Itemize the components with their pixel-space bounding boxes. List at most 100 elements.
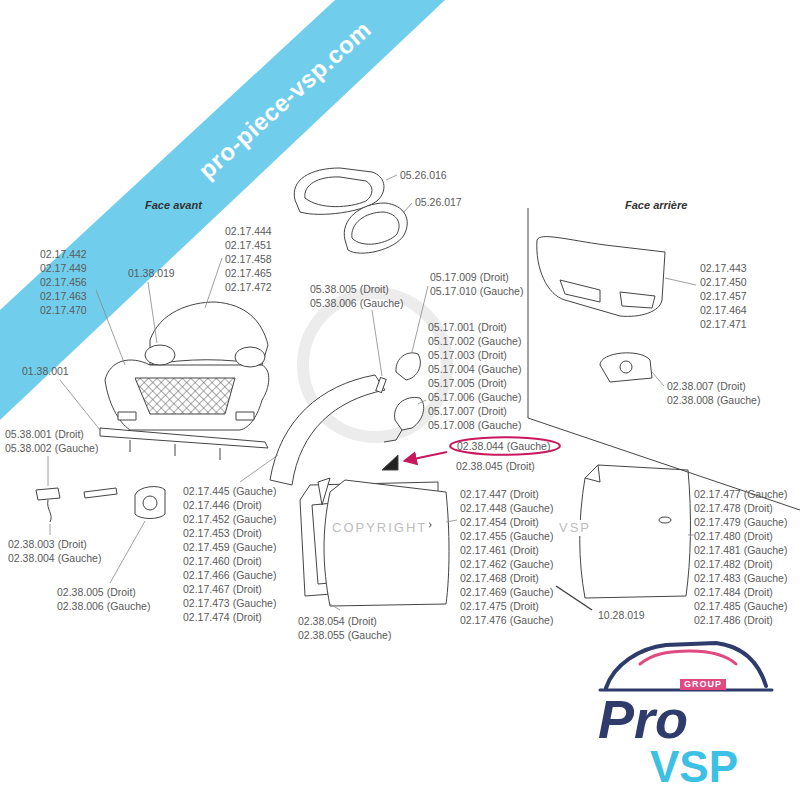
headlight [344, 203, 407, 253]
part-number: 05.38.006 (Gauche) [310, 296, 403, 310]
rear-bumper [537, 237, 665, 317]
part-number: 02.38.055 (Gauche) [298, 628, 391, 642]
leader-line [386, 175, 397, 180]
headlight-inner [352, 212, 399, 244]
logo-vsp-text: VSP [650, 745, 738, 789]
headlight-inner [305, 177, 372, 207]
part-number: 02.17.480 (Droit) [694, 529, 773, 543]
leader-line [418, 400, 426, 404]
part-number: 02.17.453 (Droit) [183, 526, 262, 540]
part-number: 02.17.474 (Droit) [183, 610, 262, 624]
copyright-watermark: VSP [557, 520, 593, 536]
part-number: 02.17.449 [40, 261, 87, 275]
part-number: 02.17.457 [700, 289, 747, 303]
front-spoiler [100, 428, 268, 448]
part-number: 02.17.469 (Gauche) [460, 585, 553, 599]
part-number: 02.38.008 (Gauche) [667, 393, 760, 407]
part-number: 02.38.004 (Gauche) [8, 551, 101, 565]
part-number: 05.17.003 (Droit) [428, 348, 507, 362]
part-number: 02.17.456 [40, 275, 87, 289]
part-number: 02.17.455 (Gauche) [460, 529, 553, 543]
leader-line [665, 278, 696, 285]
leader-line [330, 604, 340, 610]
part-number: 05.26.017 [415, 195, 462, 209]
watermark-band [0, 0, 445, 420]
part-number: 02.17.463 [40, 289, 87, 303]
part-number: 05.17.007 (Droit) [428, 404, 507, 418]
part-number: 02.17.458 [225, 252, 272, 266]
part-number: 02.17.485 (Gauche) [694, 599, 787, 613]
part-number: 05.17.004 (Gauche) [428, 362, 521, 376]
part-number: 02.17.471 [700, 317, 747, 331]
logo-group-text: GROUP [680, 679, 726, 690]
mirror-stem [384, 430, 402, 442]
leader-line [96, 290, 125, 365]
part-number: 02.17.448 (Gauche) [460, 501, 553, 515]
leader-line [688, 535, 694, 536]
view-heading: Face avant [145, 198, 202, 212]
part-number: 02.17.484 (Droit) [694, 585, 773, 599]
part-number: 02.17.470 [40, 303, 87, 317]
leader-line [652, 372, 664, 386]
copyright-watermark: COPYRIGHT [330, 520, 429, 536]
leader-line [50, 524, 51, 535]
part-number: 05.38.005 (Droit) [310, 282, 389, 296]
front-door [324, 480, 449, 606]
part-number: 02.17.475 (Droit) [460, 599, 539, 613]
rear-door [580, 465, 691, 598]
part-number: 02.17.477 (Gauche) [694, 487, 787, 501]
part-number: 02.17.472 [225, 280, 272, 294]
rear-fog-surround [600, 353, 652, 382]
part-number: 02.17.459 (Gauche) [183, 540, 276, 554]
part-number: 05.17.005 (Droit) [428, 376, 507, 390]
leader-line [240, 455, 278, 482]
leader-line [404, 203, 412, 212]
part-number: 05.17.002 (Gauche) [428, 334, 521, 348]
leader-line [372, 310, 382, 376]
wire [48, 500, 51, 522]
logo-pro-text: Pro [598, 692, 688, 746]
mirror [395, 397, 424, 430]
part-number: 05.38.002 (Gauche) [5, 441, 98, 455]
part-number: 02.17.478 (Droit) [694, 501, 773, 515]
part-number: 02.38.005 (Droit) [57, 585, 136, 599]
part-number: 02.17.445 (Gauche) [183, 484, 276, 498]
part-number: 02.17.482 (Droit) [694, 557, 773, 571]
leader-line [60, 380, 100, 430]
part-number: 02.17.479 (Gauche) [694, 515, 787, 529]
fixing-tab [130, 440, 220, 460]
trim-wedge [382, 455, 398, 470]
part-number: 02.17.464 [700, 303, 747, 317]
part-number: 02.38.003 (Droit) [8, 537, 87, 551]
leader-line [148, 282, 157, 343]
part-number: 05.17.006 (Gauche) [428, 390, 521, 404]
part-number: 02.38.006 (Gauche) [57, 599, 150, 613]
mirror-triangle [318, 478, 330, 505]
rear-bumper-vents [560, 280, 655, 308]
part-number: 02.38.054 (Droit) [298, 614, 377, 628]
part-number: 02.17.452 (Gauche) [183, 512, 276, 526]
part-number: 01.38.001 [22, 364, 69, 378]
door-triangle [585, 465, 600, 482]
trim-strip [84, 488, 117, 498]
part-number: 02.17.466 (Gauche) [183, 568, 276, 582]
part-number: 05.17.001 (Droit) [428, 320, 507, 334]
fender [270, 375, 385, 485]
part-number: 02.17.461 (Droit) [460, 543, 539, 557]
part-number: 02.38.045 (Droit) [456, 459, 535, 473]
small-part [36, 488, 60, 500]
callout-arrow [404, 452, 447, 461]
part-number: 02.17.450 [700, 275, 747, 289]
watermark-text: pro-piece-vsp.com [193, 15, 377, 184]
headlight-front [235, 347, 265, 367]
fog-lamp [236, 412, 254, 420]
part-number: 02.38.007 (Droit) [667, 379, 746, 393]
part-number: 02.17.460 (Droit) [183, 554, 262, 568]
view-heading: Face arrière [625, 198, 687, 212]
part-number: 05.17.008 (Gauche) [428, 418, 521, 432]
part-number: 10.28.019 [598, 608, 645, 622]
leader-line [205, 258, 222, 308]
grille [135, 378, 235, 414]
callout-number: 02.38.044 (Gauche) [457, 439, 553, 453]
part-number: 02.17.468 (Droit) [460, 571, 539, 585]
